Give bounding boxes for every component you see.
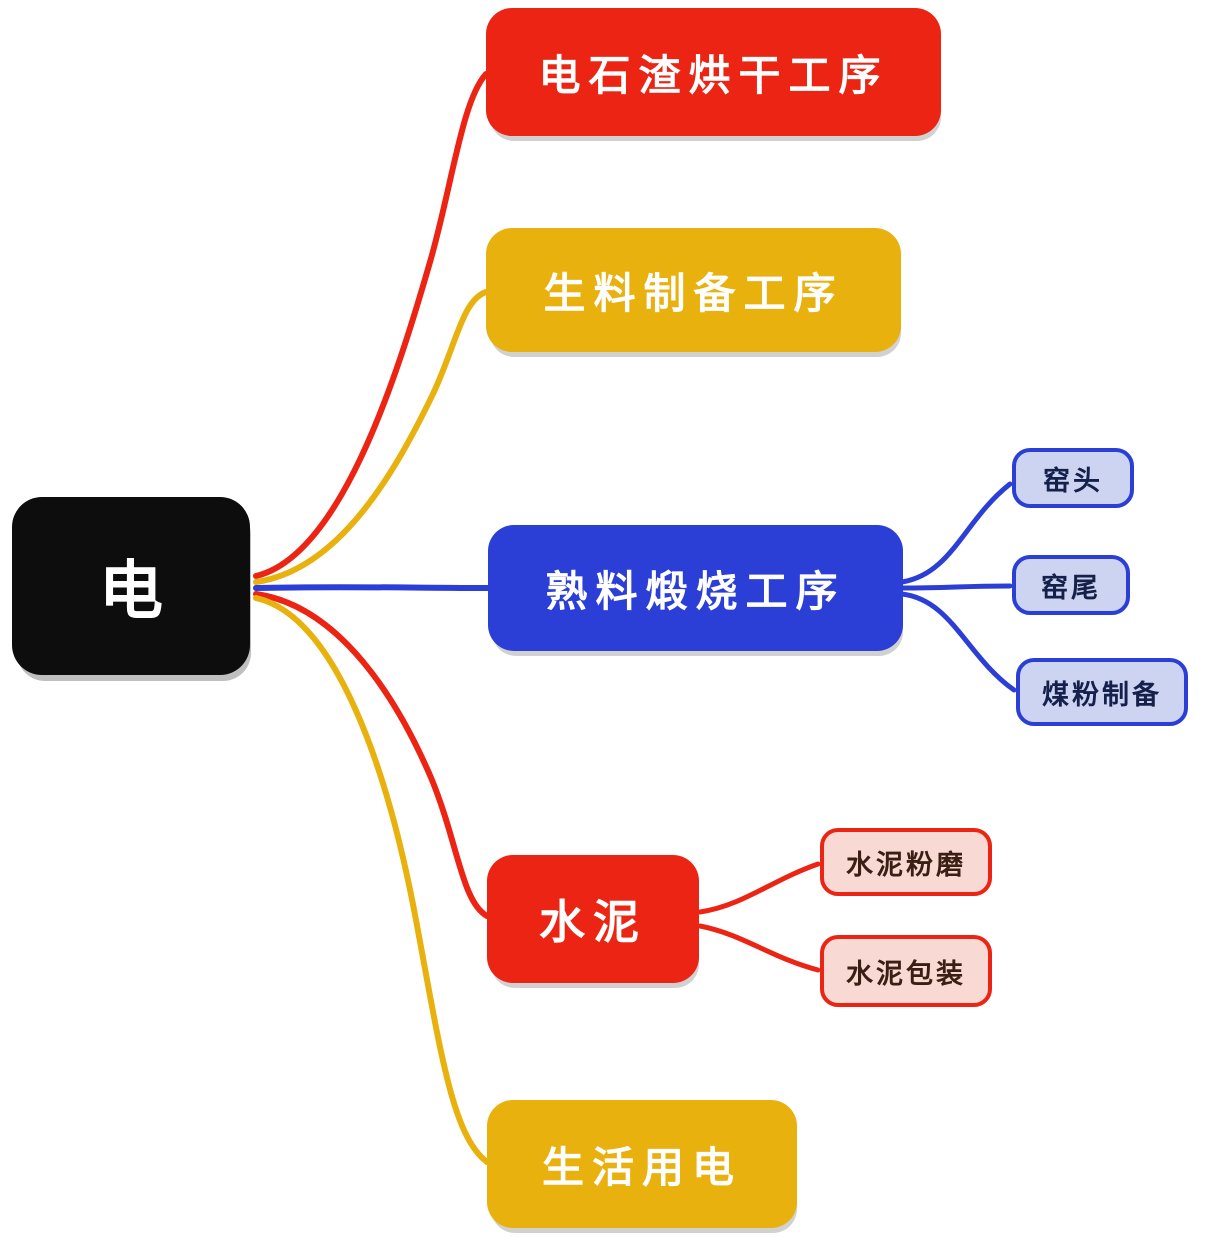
node-cement-packing[interactable]: 水泥包装 — [820, 935, 992, 1007]
node-kiln-tail[interactable]: 窑尾 — [1012, 555, 1130, 615]
node-label: 窑尾 — [1041, 572, 1101, 604]
node-label: 煤粉制备 — [1042, 679, 1162, 711]
node-label: 电 — [99, 555, 163, 629]
node-label: 生活用电 — [541, 1142, 742, 1192]
edge-cement-to-grinding — [697, 861, 821, 915]
node-coal-powder-preparation[interactable]: 煤粉制备 — [1016, 658, 1188, 726]
node-label: 熟料煅烧工序 — [545, 566, 846, 616]
node-clinker-calcination[interactable]: 熟料煅烧工序 — [488, 525, 903, 651]
edge-clinker-to-kiln-tail — [899, 583, 1013, 591]
node-label: 窑头 — [1043, 465, 1103, 497]
edge-clinker-to-coal-prep — [899, 591, 1017, 693]
node-cement-grinding[interactable]: 水泥粉磨 — [820, 828, 992, 896]
node-root-electricity[interactable]: 电 — [12, 497, 250, 675]
node-raw-meal-preparation[interactable]: 生料制备工序 — [486, 228, 901, 352]
node-carbide-slag-drying[interactable]: 电石渣烘干工序 — [486, 8, 941, 136]
node-cement[interactable]: 水泥 — [487, 855, 699, 983]
node-domestic-electricity[interactable]: 生活用电 — [487, 1100, 797, 1228]
edge-root-to-raw-meal — [253, 289, 489, 585]
edge-root-to-domestic — [253, 595, 490, 1165]
edge-root-to-drying — [253, 71, 489, 579]
node-label: 生料制备工序 — [543, 268, 844, 318]
edge-clinker-to-kiln-head — [899, 481, 1013, 585]
edge-root-to-clinker — [253, 584, 491, 591]
node-kiln-head[interactable]: 窑头 — [1012, 448, 1134, 508]
node-label: 水泥 — [539, 895, 647, 949]
edge-cement-to-packing — [697, 923, 821, 973]
edge-root-to-cement — [253, 591, 490, 919]
node-label: 水泥粉磨 — [846, 849, 966, 881]
node-label: 水泥包装 — [846, 958, 966, 990]
node-label: 电石渣烘干工序 — [538, 50, 889, 100]
